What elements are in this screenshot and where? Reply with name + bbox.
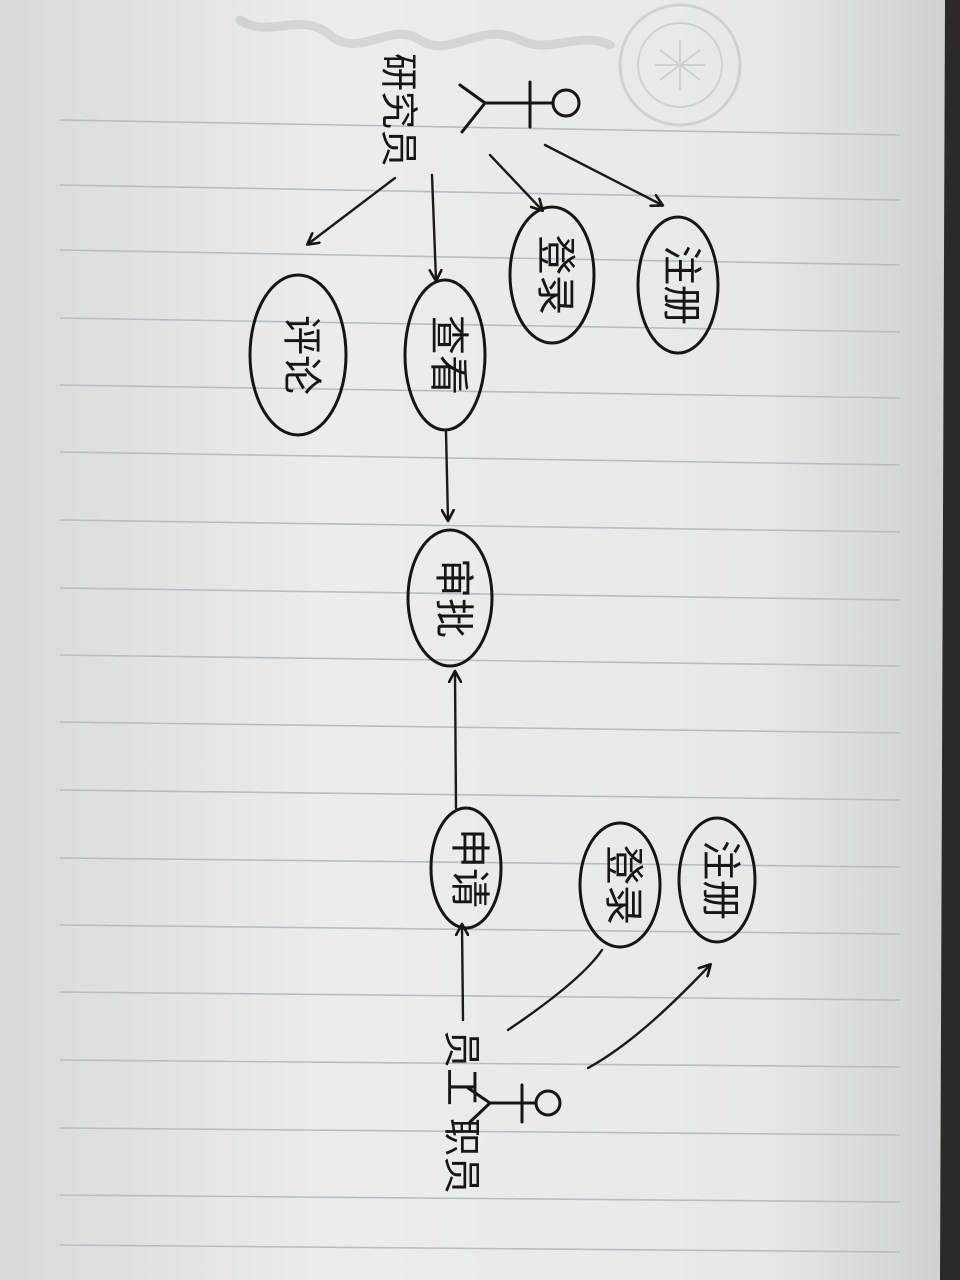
usecase-register-bottom: 注册: [677, 816, 757, 944]
usecase-query: 查看: [403, 278, 487, 432]
researcher-label: 研究员: [377, 53, 421, 167]
label-register-top: 注册: [658, 245, 704, 325]
link-researcher-login: [488, 153, 542, 210]
ellipse-query: [403, 278, 487, 432]
usecase-register-top: 注册: [636, 215, 720, 355]
researcher-links: [308, 143, 662, 280]
ellipse-register-top: [636, 215, 720, 355]
staff-figure: [466, 1083, 562, 1124]
staff-label: 员工 职员: [440, 1030, 484, 1194]
ellipse-login-bottom: [578, 821, 662, 949]
researcher-figure: [458, 80, 581, 134]
link-staff-apply: [462, 925, 463, 1022]
link-apply-approve: [455, 672, 456, 810]
usecase-approve: 审批: [406, 528, 494, 668]
usecase-comment: 评论: [248, 273, 348, 437]
label-login-bottom: 登录: [600, 845, 646, 925]
link-researcher-comment: [308, 176, 397, 244]
university-seal: [618, 3, 742, 127]
label-approve: 审批: [430, 558, 476, 638]
link-researcher-query: [432, 173, 436, 280]
staff-links: [462, 925, 710, 1070]
link-researcher-register: [543, 143, 662, 205]
printed-header: [235, 15, 615, 51]
ellipse-approve: [406, 528, 494, 668]
label-comment: 评论: [278, 315, 324, 395]
link-query-approve: [446, 430, 448, 520]
researcher-actor: 研究员: [377, 53, 581, 167]
usecase-login-top: 登录: [508, 205, 596, 345]
label-login-top: 登录: [532, 235, 578, 315]
ellipse-comment: [248, 273, 348, 437]
link-staff-register: [586, 965, 710, 1070]
link-staff-login: [506, 948, 604, 1032]
label-register-bottom: 注册: [697, 840, 743, 920]
ellipse-login-top: [508, 205, 596, 345]
label-apply: 申请: [446, 828, 492, 908]
label-query: 查看: [425, 315, 471, 395]
ruled-lines: [59, 119, 901, 1253]
usecase-login-bottom: 登录: [578, 821, 662, 949]
ellipse-register-bottom: [677, 816, 757, 944]
staff-actor: 员工 职员: [440, 1030, 562, 1194]
